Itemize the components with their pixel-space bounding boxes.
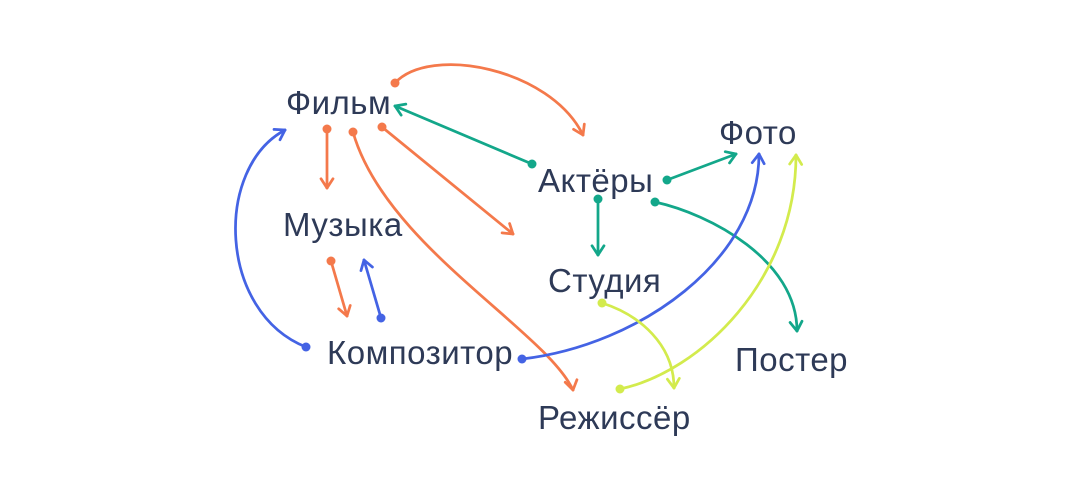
- edge-composer-film: [234, 128, 311, 352]
- edge-start-dot: [527, 159, 537, 169]
- arrowhead-icon: [359, 258, 366, 272]
- arrowhead-icon: [723, 150, 738, 156]
- edge-start-dot: [615, 384, 625, 394]
- arrowhead-icon: [572, 127, 585, 137]
- edge-film-actors: [390, 63, 586, 137]
- edge-line: [393, 63, 585, 137]
- edge-film-director: [348, 127, 579, 392]
- edge-start-dot: [348, 127, 358, 137]
- edge-actors-photo: [662, 150, 738, 185]
- arrowhead-icon: [508, 222, 515, 236]
- arrowhead-icon: [393, 102, 408, 108]
- edge-start-dot: [662, 175, 672, 185]
- edge-start-dot: [301, 342, 311, 352]
- edge-actors-studio: [590, 194, 606, 257]
- arrowhead-icon: [788, 321, 799, 333]
- edge-music-composer: [326, 256, 352, 318]
- edge-actors-poster: [650, 197, 804, 333]
- node-label-actors: Актёры: [538, 162, 654, 199]
- arrowhead-icon: [319, 177, 329, 190]
- arrowhead-icon: [596, 244, 606, 257]
- edge-line: [600, 301, 676, 390]
- arrowhead-icon: [362, 258, 374, 269]
- edge-start-dot: [326, 256, 336, 266]
- edge-start-dot: [650, 197, 660, 207]
- edge-start-dot: [597, 298, 607, 308]
- arrowhead-icon: [666, 377, 676, 390]
- node-label-poster: Постер: [735, 341, 849, 378]
- arrowhead-icon: [794, 153, 804, 166]
- edge-composer-photo: [517, 152, 766, 364]
- arrowhead-icon: [750, 152, 761, 165]
- edge-film-studio: [377, 122, 515, 236]
- edge-studio-director: [597, 298, 681, 390]
- edge-start-dot: [376, 313, 386, 323]
- edge-start-dot: [390, 78, 400, 88]
- arrowhead-icon: [325, 177, 335, 190]
- edge-director-photo: [615, 153, 804, 394]
- arrowhead-icon: [272, 128, 287, 132]
- arrowhead-icon: [571, 378, 579, 392]
- arrowhead-icon: [393, 104, 403, 117]
- edge-line: [351, 130, 575, 392]
- edge-line: [234, 128, 308, 349]
- node-label-music: Музыка: [283, 206, 403, 243]
- arrowhead-icon: [581, 122, 586, 137]
- edge-actors-film: [393, 102, 537, 169]
- edge-start-dot: [377, 122, 387, 132]
- arrowhead-icon: [728, 152, 738, 165]
- node-label-director: Режиссёр: [538, 399, 691, 436]
- edge-start-dot: [322, 124, 332, 134]
- node-label-composer: Композитор: [327, 334, 514, 371]
- edge-film-music: [319, 124, 335, 190]
- edge-line: [618, 153, 798, 391]
- arrowhead-icon: [563, 380, 575, 392]
- edge-start-dot: [517, 354, 527, 364]
- edge-line: [329, 259, 349, 318]
- arrowhead-icon: [590, 244, 600, 257]
- edge-line: [520, 152, 761, 361]
- arrowhead-icon: [757, 152, 766, 166]
- arrowhead-icon: [345, 304, 352, 318]
- edge-line: [653, 200, 799, 333]
- arrowhead-icon: [500, 231, 515, 236]
- node-label-photo: Фото: [719, 114, 797, 151]
- arrowhead-icon: [788, 153, 798, 166]
- node-label-film: Фильм: [286, 84, 392, 121]
- edge-line: [665, 152, 738, 182]
- node-label-studio: Студия: [548, 262, 662, 299]
- arrowhead-icon: [795, 319, 804, 333]
- arrowhead-icon: [337, 307, 349, 318]
- edge-composer-music: [359, 258, 386, 323]
- edge-line: [380, 125, 515, 236]
- edge-line: [393, 104, 534, 166]
- edge-line: [362, 258, 383, 320]
- arrowhead-icon: [672, 377, 681, 390]
- arrowhead-icon: [278, 128, 287, 142]
- edge-start-dot: [593, 194, 603, 204]
